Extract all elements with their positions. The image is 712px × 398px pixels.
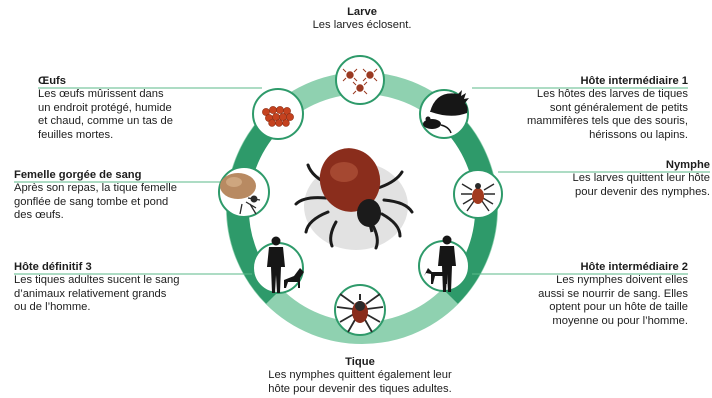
label-larve: Larve Les larves éclosent. — [282, 6, 442, 33]
tique-title: Tique — [240, 356, 480, 369]
label-tique: Tique Les nymphes quittent également leu… — [240, 356, 480, 396]
center-engorged-tick-icon — [296, 140, 412, 250]
nymphe-icon-circle — [454, 170, 502, 218]
larve-text: Les larves éclosent. — [282, 19, 442, 32]
oeufs-title: Œufs — [38, 75, 248, 88]
label-hote1: Hôte intermédiaire 1 Les hôtes des larve… — [480, 75, 688, 142]
label-hote3: Hôte définitif 3 Les tiques adultes suce… — [14, 261, 250, 315]
hote2-text: Les nymphes doivent elles aussi se nourr… — [480, 274, 688, 328]
oeufs-icon-circle — [253, 89, 303, 139]
nymphe-text: Les larves quittent leur hôte pour deven… — [520, 172, 710, 199]
label-nymphe: Nymphe Les larves quittent leur hôte pou… — [520, 159, 710, 199]
tique-text: Les nymphes quittent également leur hôte… — [240, 369, 480, 396]
label-femelle: Femelle gorgée de sang Après son repas, … — [14, 169, 224, 223]
tique-icon-circle — [335, 285, 385, 335]
larve-icon-circle — [336, 56, 384, 104]
larve-title: Larve — [282, 6, 442, 19]
oeufs-text: Les œufs mûrissent dans un endroit proté… — [38, 88, 248, 142]
label-oeufs: Œufs Les œufs mûrissent dans un endroit … — [38, 75, 248, 142]
hote1-text: Les hôtes des larves de tiques sont géné… — [480, 88, 688, 142]
femelle-text: Après son repas, la tique femelle gonflé… — [14, 182, 224, 222]
hote2-icon-circle — [419, 236, 469, 293]
nymphe-title: Nymphe — [520, 159, 710, 172]
femelle-title: Femelle gorgée de sang — [14, 169, 224, 182]
femelle-icon-circle — [219, 167, 269, 217]
hote1-icon-circle — [420, 90, 469, 138]
hote3-text: Les tiques adultes sucent le sang d’anim… — [14, 274, 250, 314]
hote2-title: Hôte intermédiaire 2 — [480, 261, 688, 274]
hote3-icon-circle — [253, 237, 304, 294]
hote1-title: Hôte intermédiaire 1 — [480, 75, 688, 88]
hote3-title: Hôte définitif 3 — [14, 261, 250, 274]
label-hote2: Hôte intermédiaire 2 Les nymphes doivent… — [480, 261, 688, 328]
